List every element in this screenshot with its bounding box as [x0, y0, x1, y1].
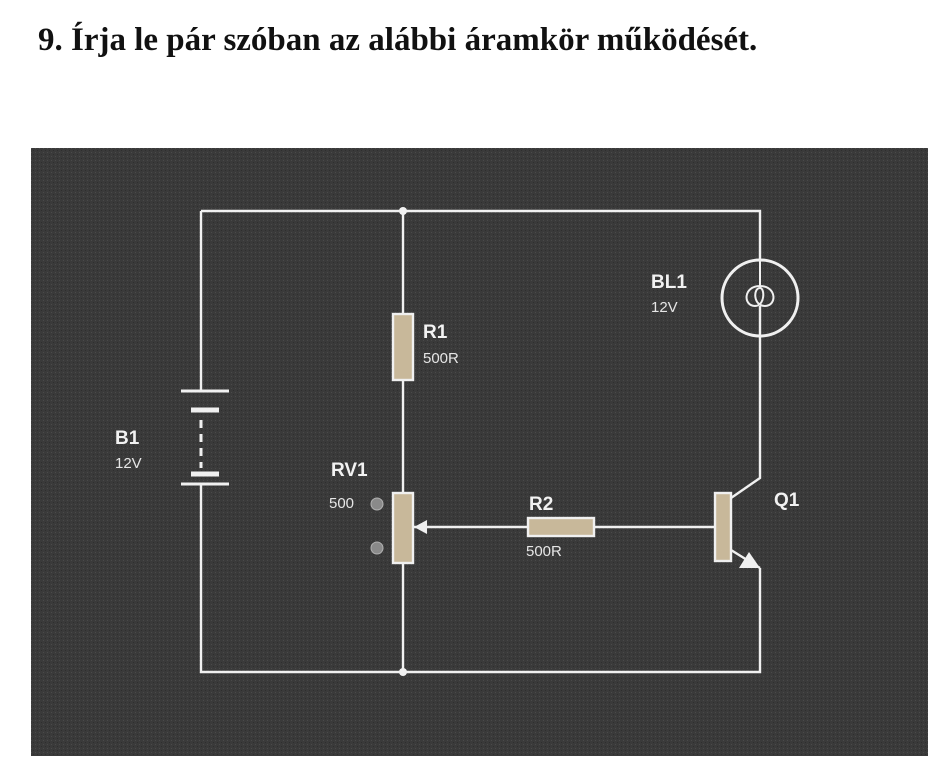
left-wire-bottom: [199, 484, 762, 674]
top-wire: [201, 209, 762, 260]
lamp-to-collector: [730, 336, 762, 499]
circuit-panel: B1 12V R1 500R RV1 500 R2 500R BL1 12V: [31, 148, 928, 756]
transistor-base-bar: [713, 491, 733, 563]
battery-b1: [181, 389, 229, 486]
question-title: 9. Írja le pár szóban az alábbi áramkör …: [38, 22, 758, 58]
rv1-adjust-up: [370, 497, 384, 511]
bl1-label: BL1: [651, 272, 687, 293]
r1-label: R1: [423, 322, 448, 343]
b1-label: B1: [115, 428, 140, 449]
transistor-q1: [713, 491, 761, 570]
wiper-arrow: [414, 520, 427, 534]
emitter-arrow: [739, 552, 760, 568]
resistor-r2: [526, 516, 596, 538]
potentiometer-rv1: [391, 491, 415, 565]
bl1-value: 12V: [651, 299, 678, 316]
panel-background: [31, 148, 928, 756]
junction-bottom: [399, 668, 407, 676]
r2-value: 500R: [526, 543, 562, 560]
rv1-adjust-down: [370, 541, 384, 555]
lamp-bl1: [720, 258, 800, 338]
circuit-diagram: B1 12V R1 500R RV1 500 R2 500R BL1 12V: [31, 148, 928, 756]
resistor-r1: [391, 312, 415, 382]
q1-label: Q1: [774, 490, 800, 511]
junction-top: [399, 207, 407, 215]
b1-value: 12V: [115, 455, 142, 472]
lamp-filament: [745, 260, 775, 308]
r1-value: 500R: [423, 350, 459, 367]
rv1-label: RV1: [331, 460, 368, 481]
wires: [199, 209, 762, 674]
r2-label: R2: [529, 494, 553, 515]
rv1-value: 500: [329, 495, 354, 512]
